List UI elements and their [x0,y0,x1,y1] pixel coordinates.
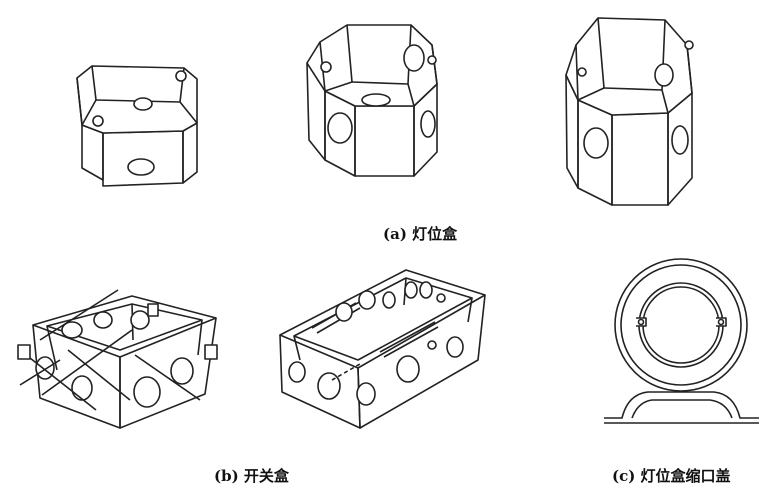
octagon-box-deep [565,17,694,206]
switch-box-rectangular [279,269,486,429]
caption-octagon-boxes: (a) 灯位盒 [383,225,458,243]
octagon-box-tall [306,24,438,177]
octagon-box-short [76,65,198,187]
switch-box-square [17,289,218,429]
caption-reducing-cover: (c) 灯位盒缩口盖 [612,467,731,485]
caption-switch-boxes: (b) 开关盒 [214,467,289,485]
reducing-cover [604,258,759,424]
